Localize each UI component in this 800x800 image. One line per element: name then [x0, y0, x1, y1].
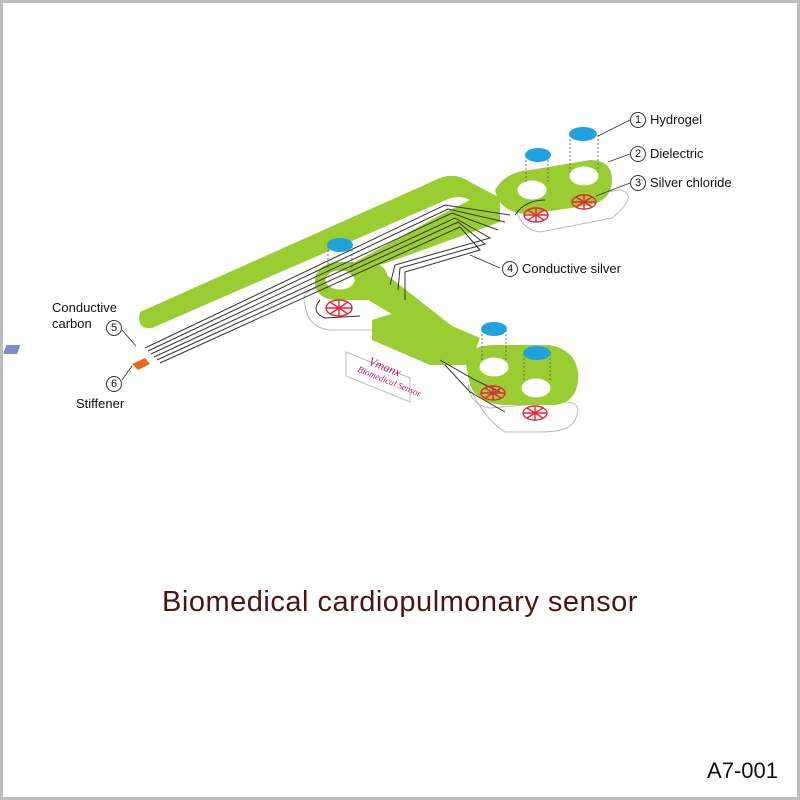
figure-code: A7-001	[707, 758, 778, 783]
label-number-1: 1	[630, 112, 646, 128]
hydrogel-discs	[327, 127, 597, 360]
label-number-3: 3	[630, 175, 646, 191]
hydrogel-guides	[327, 135, 599, 382]
label-number-4: 4	[502, 261, 518, 277]
label-stiffener: Stiffener	[76, 396, 125, 411]
label-hydrogel: Hydrogel	[650, 112, 703, 127]
brand-tag-outline	[345, 351, 411, 403]
silver-chloride-electrodes	[325, 194, 597, 421]
stiffener-patch	[132, 358, 150, 370]
label-conductive-carbon-line2: carbon	[52, 316, 92, 331]
leader-lines	[121, 119, 631, 381]
conductive-carbon-patch	[3, 345, 21, 354]
label-dielectric: Dielectric	[650, 146, 704, 161]
label-conductive-carbon-line1: Conductive	[52, 300, 118, 315]
label-number-6: 6	[106, 376, 122, 392]
conductive-traces	[144, 199, 546, 413]
label-number-5: 5	[106, 320, 122, 336]
figure-title: Biomedical cardiopulmonary sensor	[162, 586, 638, 618]
label-conductive-silver: Conductive silver	[522, 261, 621, 276]
label-number-2: 2	[630, 146, 646, 162]
label-silver-chloride: Silver chloride	[650, 175, 732, 190]
